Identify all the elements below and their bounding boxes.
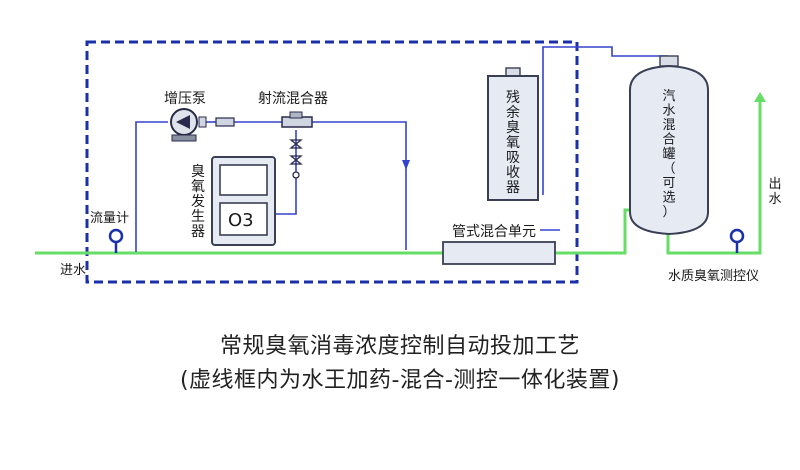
water-outlet-label: 出水 xyxy=(768,177,781,207)
gas-valves xyxy=(289,139,303,179)
residual-ozone-absorber xyxy=(487,67,539,201)
tubular-mixer-label: 管式混合单元 xyxy=(452,224,536,240)
booster-pump-label: 增压泵 xyxy=(164,91,206,107)
flow-meter xyxy=(108,228,124,253)
water-inlet-label: 进水 xyxy=(60,263,86,278)
ozone-monitor-label: 水质臭氧测控仪 xyxy=(668,269,759,284)
tubular-mixing-unit xyxy=(442,241,556,265)
caption-title: 常规臭氧消毒浓度控制自动投加工艺 xyxy=(219,334,580,359)
mixing-tank xyxy=(629,55,709,236)
integrated-device-boundary xyxy=(85,40,579,284)
check-valve xyxy=(215,117,235,127)
ozone-generator xyxy=(211,156,276,246)
ozone-monitor-probe xyxy=(729,228,745,253)
residual-absorber-label: 残余臭氧吸收器 xyxy=(506,90,520,196)
mixing-tank-label: 汽水混合罐（可选） xyxy=(662,89,675,220)
flow-meter-label: 流量计 xyxy=(90,211,129,226)
flow-arrow xyxy=(402,160,410,170)
ozone-generator-label: 臭氧发生器 xyxy=(191,164,205,240)
booster-pump xyxy=(170,108,207,142)
jet-mixer-label: 射流混合器 xyxy=(258,91,328,107)
o3-display-label: O3 xyxy=(228,210,254,231)
outlet-arrow xyxy=(754,92,766,102)
jet-mixer xyxy=(281,111,313,128)
caption-subtitle: (虚线框内为水王加药-混合-测控一体化装置) xyxy=(179,368,621,393)
